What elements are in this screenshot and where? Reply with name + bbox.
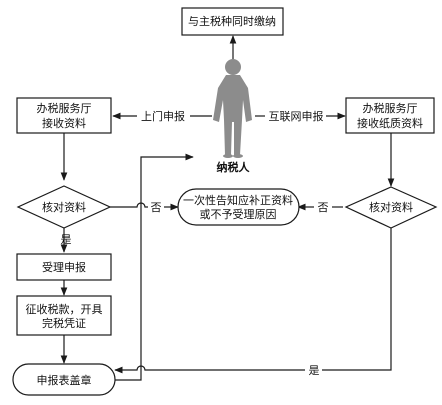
seal-terminal <box>12 363 116 396</box>
yes-left-label: 是 <box>61 233 72 246</box>
hall-paper-label-2: 接收纸质资料 <box>357 116 423 130</box>
hall-paper-label-1: 办税服务厅 <box>363 101 418 115</box>
verify-right-diamond <box>344 186 438 229</box>
concurrent-pay-label: 与主税种同时缴纳 <box>188 14 276 28</box>
no-left-label: 否 <box>151 201 162 214</box>
edge-verify-right-yes-2 <box>114 365 305 374</box>
hall-receive-box <box>16 97 112 134</box>
verify-right-label: 核对资料 <box>369 200 413 214</box>
concurrent-pay-box <box>181 7 284 36</box>
edge-seal-to-taxpayer <box>115 153 194 381</box>
edge-verify-left-no <box>110 202 148 208</box>
edge-verify-right-yes <box>322 228 392 371</box>
yes-right-label: 是 <box>309 364 320 377</box>
collect-label-2: 完税凭证 <box>42 316 86 330</box>
notify-label-2: 或不予受理原因 <box>200 208 277 221</box>
collect-label-1: 征收税款，开具 <box>26 302 103 316</box>
online-label: 互联网申报 <box>269 109 324 123</box>
no-right-label: 否 <box>318 201 329 214</box>
seal-label: 申报表盖章 <box>37 373 92 387</box>
accept-label: 受理申报 <box>42 260 86 274</box>
verify-left-diamond <box>16 185 112 229</box>
notify-terminal <box>177 188 300 226</box>
accept-box <box>16 253 112 281</box>
taxpayer-person-icon <box>213 59 252 158</box>
verify-left-label: 核对资料 <box>42 200 86 214</box>
hall-paper-box <box>345 97 435 134</box>
collect-box <box>16 295 112 336</box>
hall-receive-label-1: 办税服务厅 <box>37 101 92 115</box>
taxpayer-label: 纳税人 <box>217 160 251 174</box>
notify-label-1: 一次性告知应补正资料 <box>183 193 293 207</box>
onsite-label: 上门申报 <box>141 109 185 123</box>
hall-receive-label-2: 接收资料 <box>42 116 86 130</box>
